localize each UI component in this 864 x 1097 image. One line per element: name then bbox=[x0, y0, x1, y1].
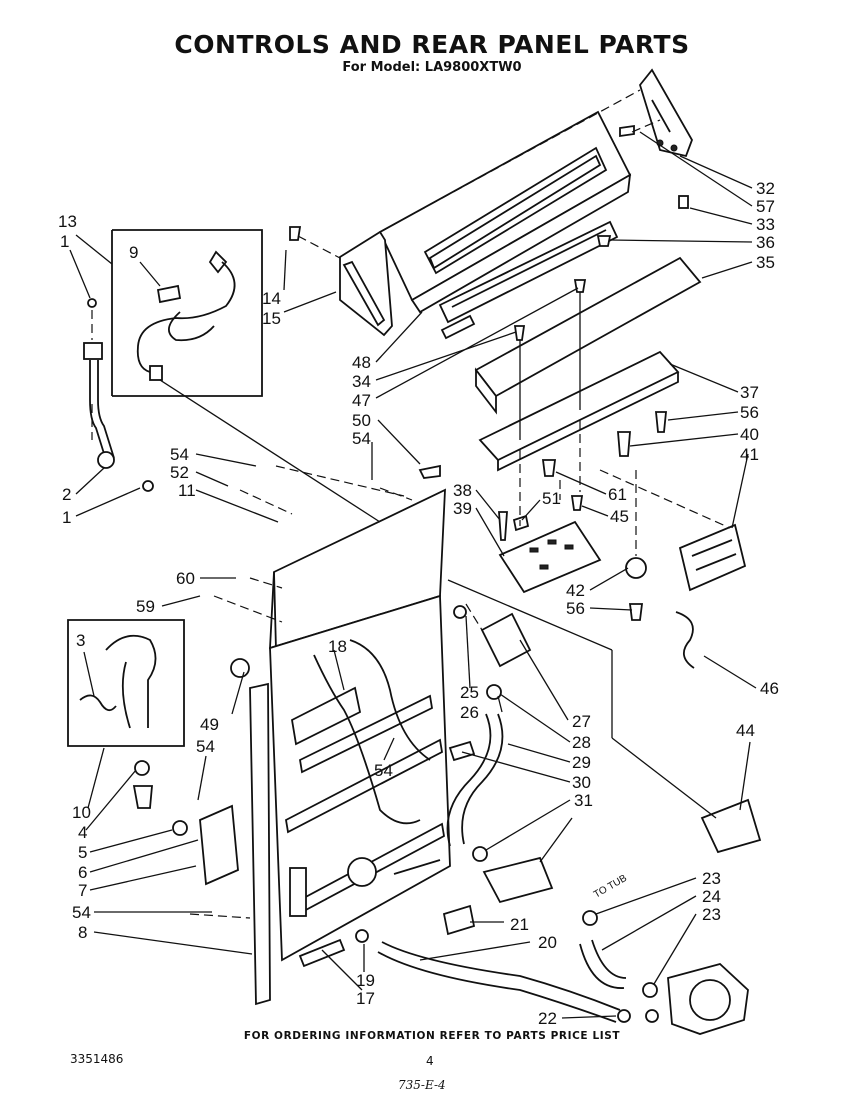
callout-23-lower: 23 bbox=[702, 905, 721, 924]
callout-40: 40 bbox=[740, 425, 759, 444]
callout-56-lower: 56 bbox=[566, 599, 585, 618]
callout-10: 10 bbox=[72, 803, 91, 822]
callout-20: 20 bbox=[538, 933, 557, 952]
callout-48: 48 bbox=[352, 353, 371, 372]
callout-46: 46 bbox=[760, 679, 779, 698]
callout-35: 35 bbox=[756, 253, 775, 272]
callout-44: 44 bbox=[736, 721, 755, 740]
callout-28: 28 bbox=[572, 733, 591, 752]
callout-41: 41 bbox=[740, 445, 759, 464]
assembly-dashed-lines bbox=[91, 89, 731, 919]
callout-17: 17 bbox=[356, 989, 375, 1008]
callout-54-mid: 54 bbox=[352, 429, 371, 448]
callout-25: 25 bbox=[460, 683, 479, 702]
callout-27: 27 bbox=[572, 712, 591, 731]
callout-11: 11 bbox=[178, 481, 196, 500]
callout-51: 51 bbox=[542, 489, 561, 508]
drain-hose-group bbox=[67, 619, 188, 836]
handwritten-note: 735-E-4 bbox=[398, 1078, 446, 1092]
callout-2: 2 bbox=[62, 485, 71, 504]
display-board bbox=[438, 220, 619, 340]
callout-42: 42 bbox=[566, 581, 585, 600]
callout-15: 15 bbox=[262, 309, 281, 328]
callout-18: 18 bbox=[328, 637, 347, 656]
page-number: 4 bbox=[426, 1054, 434, 1068]
document-number: 3351486 bbox=[70, 1052, 124, 1066]
assembly-solid-lines bbox=[159, 379, 717, 819]
machine-control-board bbox=[498, 520, 602, 594]
callout-52: 52 bbox=[170, 463, 189, 482]
callout-36: 36 bbox=[756, 233, 775, 252]
power-cord-group bbox=[111, 229, 263, 397]
callout-1-lower: 1 bbox=[62, 508, 71, 527]
callout-14: 14 bbox=[262, 289, 281, 308]
leader-lines bbox=[69, 131, 757, 1019]
callout-5: 5 bbox=[78, 843, 87, 862]
callout-33: 33 bbox=[756, 215, 775, 234]
hose-fittings-left bbox=[83, 226, 302, 492]
callout-37: 37 bbox=[740, 383, 759, 402]
page-title: CONTROLS AND REAR PANEL PARTS bbox=[174, 30, 690, 59]
callout-26: 26 bbox=[460, 703, 479, 722]
callout-31: 31 bbox=[574, 791, 593, 810]
callout-47: 47 bbox=[352, 391, 371, 410]
callout-54-left: 54 bbox=[196, 737, 215, 756]
callout-labels: 13 1 9 14 15 2 1 54 52 11 48 34 47 50 54… bbox=[58, 179, 779, 1028]
callout-1: 1 bbox=[60, 232, 69, 251]
callout-22: 22 bbox=[538, 1009, 557, 1028]
callout-56: 56 bbox=[740, 403, 759, 422]
callout-39: 39 bbox=[453, 499, 472, 518]
callout-30: 30 bbox=[572, 773, 591, 792]
callout-23: 23 bbox=[702, 869, 721, 888]
callout-57: 57 bbox=[756, 197, 775, 216]
water-valve-group bbox=[442, 605, 554, 936]
callout-54-bottom: 54 bbox=[72, 903, 91, 922]
control-panel-rear bbox=[474, 256, 702, 472]
callout-8: 8 bbox=[78, 923, 87, 942]
callout-34: 34 bbox=[352, 372, 371, 391]
callout-24: 24 bbox=[702, 887, 721, 906]
electronic-board bbox=[678, 523, 747, 592]
callout-60: 60 bbox=[176, 569, 195, 588]
callout-21: 21 bbox=[510, 915, 529, 934]
callout-19: 19 bbox=[356, 971, 375, 990]
callout-29: 29 bbox=[572, 753, 591, 772]
callout-59: 59 bbox=[136, 597, 155, 616]
callout-50: 50 bbox=[352, 411, 371, 430]
callout-9: 9 bbox=[129, 243, 138, 262]
ordering-note: FOR ORDERING INFORMATION REFER TO PARTS … bbox=[243, 1030, 621, 1042]
callout-49: 49 bbox=[200, 715, 219, 734]
callout-61: 61 bbox=[608, 485, 627, 504]
lower-parts-misc bbox=[298, 798, 762, 968]
callout-6: 6 bbox=[78, 863, 87, 882]
callout-32: 32 bbox=[756, 179, 775, 198]
callout-45: 45 bbox=[610, 507, 629, 526]
callout-13: 13 bbox=[58, 212, 77, 231]
callout-38: 38 bbox=[453, 481, 472, 500]
callout-4: 4 bbox=[78, 823, 87, 842]
callout-3: 3 bbox=[76, 631, 85, 650]
to-tub-label: TO TUB bbox=[592, 873, 629, 901]
callout-54-center: 54 bbox=[374, 761, 393, 780]
small-fasteners bbox=[418, 195, 695, 669]
model-subtitle: For Model: LA9800XTW0 bbox=[342, 60, 522, 75]
callout-7: 7 bbox=[78, 881, 87, 900]
end-cap-bracket-right bbox=[619, 68, 693, 158]
rear-panel bbox=[199, 488, 451, 1006]
drain-pump-hose bbox=[355, 910, 749, 1035]
callout-54: 54 bbox=[170, 445, 189, 464]
